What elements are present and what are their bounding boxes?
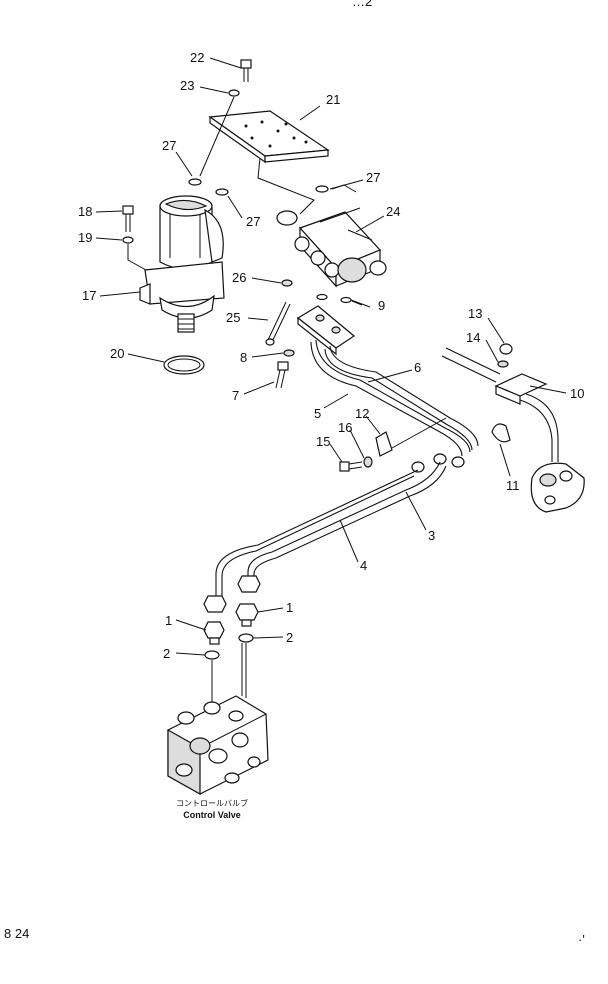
pipe-5	[310, 339, 471, 457]
label-12: 12	[355, 406, 369, 421]
bracket-10	[441, 347, 559, 462]
corner-mark: ·'	[578, 932, 585, 947]
washer-19	[122, 236, 134, 244]
label-16: 16	[338, 420, 352, 435]
pedal-valve-right	[530, 462, 585, 513]
label-4: 4	[360, 558, 367, 573]
plate-21	[208, 110, 330, 164]
label-14: 14	[466, 330, 480, 345]
label-20: 20	[110, 346, 124, 361]
fitting-nut-right-b	[433, 453, 447, 465]
pipe-4	[215, 469, 419, 596]
label-3: 3	[428, 528, 435, 543]
caption-japanese: コントロールバルブ	[176, 798, 248, 808]
caption-english: Control Valve	[183, 810, 241, 820]
oring-2-left	[204, 650, 220, 660]
pedal-valve-17	[139, 195, 225, 333]
label-27-left: 27	[162, 138, 176, 153]
fitting-nut-center	[237, 575, 261, 593]
label-1-right: 1	[286, 600, 293, 615]
pipe-connector-plate	[296, 305, 356, 356]
fitting-nut-right-a	[411, 461, 425, 473]
leader-lines	[95, 57, 567, 656]
top-edge-fragment: …2	[352, 0, 372, 9]
label-18: 18	[78, 204, 92, 219]
label-1-left: 1	[165, 613, 172, 628]
oring-27-mid	[215, 188, 229, 196]
label-13: 13	[468, 306, 482, 321]
label-9: 9	[378, 298, 385, 313]
label-2-left: 2	[163, 646, 170, 661]
label-19: 19	[78, 230, 92, 245]
bolt-22	[240, 59, 252, 82]
part-number-labels: 22 23 21 27 27 27 18 19 24 17 26 9 25 20…	[78, 50, 584, 661]
oring-27-right	[315, 185, 329, 193]
label-5: 5	[314, 406, 321, 421]
nut-13	[499, 343, 513, 355]
label-8: 8	[240, 350, 247, 365]
pipe-6	[324, 345, 479, 451]
bolt-25	[265, 301, 291, 346]
label-17: 17	[82, 288, 96, 303]
valve-block-24	[276, 207, 387, 288]
label-25: 25	[226, 310, 240, 325]
fitting-nut-left	[203, 595, 227, 613]
washer-23	[228, 89, 240, 97]
seal-9	[316, 293, 371, 308]
label-6: 6	[414, 360, 421, 375]
bolt-7	[275, 361, 289, 389]
oring-2-right	[238, 633, 254, 643]
oring-27-left	[188, 178, 202, 186]
washer-14	[497, 360, 509, 368]
washer-16	[363, 456, 373, 468]
adaptor-1-right	[235, 603, 259, 627]
label-22: 22	[190, 50, 204, 65]
page-reference: 8 24	[4, 926, 29, 941]
label-15: 15	[316, 434, 330, 449]
bolt-18	[122, 205, 134, 232]
label-7: 7	[232, 388, 239, 403]
label-21: 21	[326, 92, 340, 107]
label-24: 24	[386, 204, 400, 219]
clamp-12	[375, 431, 393, 457]
washer-26	[281, 279, 293, 287]
clip-11	[491, 423, 511, 443]
label-2-right: 2	[286, 630, 293, 645]
pipe-3	[247, 461, 447, 578]
bolt-15	[339, 461, 363, 472]
fitting-nut-right-c	[451, 456, 465, 468]
adaptor-1-left	[203, 621, 225, 645]
control-valve	[167, 695, 269, 796]
label-10: 10	[570, 386, 584, 401]
washer-8	[283, 349, 295, 357]
label-27-right: 27	[366, 170, 380, 185]
label-23: 23	[180, 78, 194, 93]
label-26: 26	[232, 270, 246, 285]
label-11: 11	[506, 478, 520, 493]
label-27-mid: 27	[246, 214, 260, 229]
